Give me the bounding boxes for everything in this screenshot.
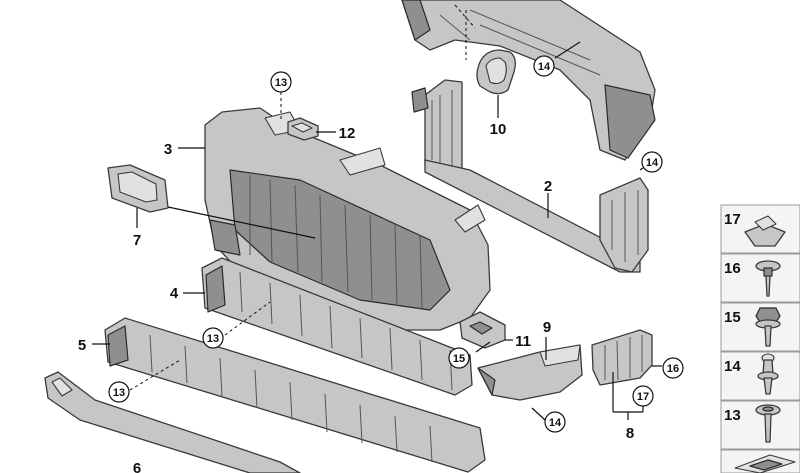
fastener-number-17: 17: [724, 211, 741, 228]
callout-13-duct5-text: 13: [113, 387, 125, 399]
callout-17: 17: [632, 385, 654, 407]
callout-13-duct4-text: 13: [207, 333, 219, 345]
label-part-2: 2: [544, 178, 552, 195]
label-part-4: 4: [170, 285, 179, 302]
fastener-row-16: 16: [720, 253, 800, 303]
part-12-clip: [287, 117, 319, 141]
callout-13-duct5: 13: [108, 381, 130, 403]
flange-screw-icon: [755, 260, 781, 297]
callout-16-text: 16: [667, 363, 679, 375]
callout-14-duct9-text: 14: [549, 417, 562, 429]
label-part-12: 12: [339, 125, 356, 142]
label-part-3: 3: [164, 141, 172, 158]
fastener-panel: 17 16 15 14: [720, 204, 800, 473]
fastener-number-13: 13: [724, 407, 741, 424]
part-5-absorber: [104, 317, 486, 473]
label-part-10: 10: [490, 121, 507, 138]
callout-14-frame-top: 14: [533, 55, 555, 77]
grille-carrier: [204, 107, 491, 331]
callout-16: 16: [662, 357, 684, 379]
fastener-row-13: 13: [720, 400, 800, 450]
fastener-number-16: 16: [724, 260, 741, 277]
callout-14-frame-top-text: 14: [538, 61, 551, 73]
label-part-5: 5: [78, 337, 86, 354]
callout-13-duct4: 13: [202, 327, 224, 349]
callout-13-top-text: 13: [275, 77, 287, 89]
grease-pad-icon: [734, 454, 796, 473]
fastener-row-14: 14: [720, 351, 800, 401]
callout-14-frame-right-text: 14: [646, 157, 659, 169]
part-8-air-guide: [591, 329, 653, 386]
expansion-rivet-icon: [757, 353, 779, 395]
label-part-8: 8: [626, 425, 634, 442]
fastener-row-17: 17: [720, 204, 800, 254]
part-9-air-duct: [477, 344, 583, 401]
callout-14-duct9: 14: [544, 411, 566, 433]
callout-13-top: 13: [270, 71, 292, 93]
callout-17-text: 17: [637, 391, 649, 403]
fastener-number-14: 14: [724, 358, 741, 375]
fastener-row-15: 15: [720, 302, 800, 352]
part-4-absorber: [201, 257, 473, 396]
callout-15: 15: [448, 347, 470, 369]
part-6-bumper-strip: [44, 371, 301, 473]
fastener-row-grease: [720, 449, 800, 473]
callout-15-text: 15: [453, 353, 465, 365]
label-part-6: 6: [133, 460, 141, 473]
label-part-9: 9: [543, 319, 551, 336]
part-10-bracket: [476, 49, 516, 95]
callout-14-frame-right: 14: [641, 151, 663, 173]
label-part-7: 7: [133, 232, 141, 249]
part-7-frame-bracket: [107, 164, 169, 213]
torx-screw-icon: [755, 404, 781, 443]
hex-bolt-icon: [755, 307, 781, 347]
radiator-support-frame: [401, 0, 656, 273]
fastener-number-15: 15: [724, 309, 741, 326]
leader-lines: [92, 4, 662, 421]
label-part-11: 11: [515, 333, 531, 350]
clip-nut-icon: [744, 215, 786, 247]
